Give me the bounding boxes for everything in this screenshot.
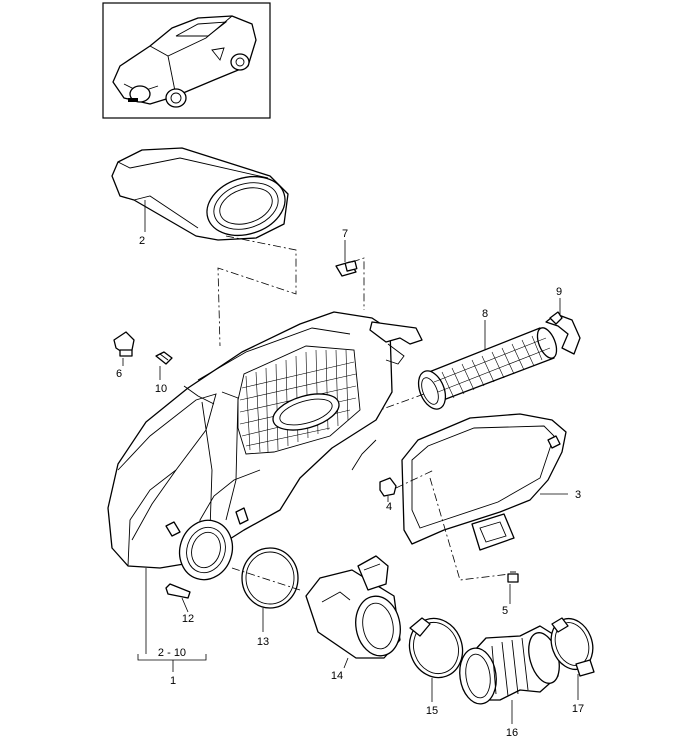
callout-2: 2 [139, 235, 145, 247]
callout-8: 8 [482, 308, 488, 320]
callout-10: 10 [155, 383, 167, 395]
callouts: 2 7 9 8 6 10 3 4 5 12 13 14 15 16 17 2 -… [116, 228, 584, 739]
part-10-clip [155, 351, 173, 365]
part-8-filter-element [417, 327, 558, 410]
callout-3: 3 [575, 489, 581, 501]
callout-5: 5 [502, 605, 508, 617]
part-17-hose-clamp [550, 617, 595, 677]
part-6-plug [113, 331, 135, 357]
callout-6: 6 [116, 368, 122, 380]
callout-14: 14 [331, 670, 343, 682]
part-4-clip [379, 477, 397, 497]
part-7-peg [165, 583, 191, 599]
callout-range-2-10: 2 - 10 [158, 647, 186, 659]
part-16-hose [459, 625, 560, 705]
assembly-lines [217, 235, 511, 591]
callout-7: 12 [182, 613, 194, 625]
part-13-seal-ring [241, 547, 299, 609]
part-14-airflow-sensor [305, 555, 401, 659]
callout-13: 13 [257, 636, 269, 648]
callout-1: 1 [170, 675, 176, 687]
vehicle-thumbnail [102, 2, 271, 119]
part-12-bolt [335, 260, 358, 277]
part-5-screw [507, 571, 519, 583]
callout-17: 17 [572, 703, 584, 715]
leader-lines [122, 200, 579, 724]
part-1-airbox-housing [107, 311, 423, 581]
car-icon [112, 15, 257, 108]
filter-pleat-lines [433, 335, 551, 399]
callout-12: 7 [342, 228, 348, 240]
callout-16: 16 [506, 727, 518, 739]
part-9-bracket [545, 311, 581, 355]
callout-4: 4 [386, 501, 392, 513]
part-3-cover [401, 413, 567, 551]
part-15-hose-clamp [408, 617, 464, 679]
callout-9: 9 [556, 286, 562, 298]
callout-15: 15 [426, 705, 438, 717]
part-2-intake-duct [111, 147, 289, 241]
